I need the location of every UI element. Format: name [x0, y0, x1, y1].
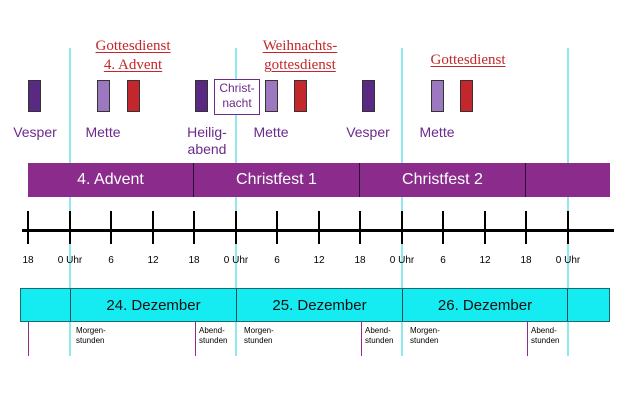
- vesper-label: Vesper: [346, 124, 390, 140]
- time-tick: [525, 211, 527, 244]
- time-tick-label: 0 Uhr: [223, 255, 249, 266]
- heiligabend-label: Heilig- abend: [187, 124, 227, 157]
- gottesdienst-advent-title: Gottesdienst 4. Advent: [95, 38, 171, 73]
- evening-mark: [195, 322, 196, 356]
- time-tick: [27, 211, 29, 244]
- church-day-cell: Christfest 1: [194, 163, 360, 197]
- abendstunden-label: Abend- stunden: [365, 326, 394, 345]
- gottesdienst-box: [294, 80, 307, 112]
- vesper-box: [362, 80, 375, 112]
- mette-box: [97, 80, 110, 112]
- time-tick-label: 18: [188, 255, 200, 266]
- time-tick: [235, 211, 237, 244]
- abendstunden-label: Abend- stunden: [199, 326, 228, 345]
- mette-label: Mette: [419, 124, 455, 140]
- calendar-day-label: 24. Dezember: [106, 296, 201, 314]
- calendar-day-label: 26. Dezember: [437, 296, 533, 314]
- time-tick-label: 6: [440, 255, 446, 266]
- midnight-guide-line: [567, 48, 569, 356]
- time-tick-label: 18: [520, 255, 532, 266]
- evening-mark: [527, 322, 528, 356]
- calendar-day-cell: 24. Dezember: [70, 289, 236, 321]
- mette-box: [431, 80, 444, 112]
- time-tick: [359, 211, 361, 244]
- gottesdienst-title: Gottesdienst: [430, 52, 506, 68]
- evening-mark: [361, 322, 362, 356]
- time-tick: [276, 211, 278, 244]
- time-tick: [110, 211, 112, 244]
- heiligabend-box: [195, 80, 208, 112]
- time-tick: [152, 211, 154, 244]
- time-tick-label: 18: [22, 255, 34, 266]
- time-tick-label: 6: [274, 255, 280, 266]
- christnacht-label: Christ- nacht: [214, 79, 260, 115]
- gottesdienst-box: [127, 80, 140, 112]
- time-tick: [484, 211, 486, 244]
- midnight-guide-line: [69, 48, 71, 356]
- time-tick: [193, 211, 195, 244]
- time-tick-label: 18: [354, 255, 366, 266]
- morgenstunden-label: Morgen- stunden: [410, 326, 440, 345]
- time-tick-label: 0 Uhr: [57, 255, 83, 266]
- midnight-guide-line: [235, 48, 237, 356]
- church-day-band: 4. Advent Christfest 1 Christfest 2: [28, 163, 610, 197]
- gottesdienst-box: [460, 80, 473, 112]
- mette-box: [265, 80, 278, 112]
- calendar-day-cell: 26. Dezember: [402, 289, 568, 321]
- time-tick-label: 12: [147, 255, 159, 266]
- mette-label: Mette: [85, 124, 121, 140]
- time-tick: [69, 211, 71, 244]
- time-tick-label: 0 Uhr: [555, 255, 581, 266]
- vesper-label: Vesper: [13, 124, 57, 140]
- calendar-day-band: 24. Dezember 25. Dezember 26. Dezember: [20, 288, 610, 322]
- time-tick-label: 12: [479, 255, 491, 266]
- morgenstunden-label: Morgen- stunden: [244, 326, 274, 345]
- time-tick: [318, 211, 320, 244]
- weihnachtsgottesdienst-title: Weihnachts- gottesdienst: [262, 38, 338, 73]
- time-tick: [442, 211, 444, 244]
- church-day-label: 4. Advent: [77, 171, 144, 188]
- calendar-day-label: 25. Dezember: [272, 296, 367, 314]
- church-day-cell: Christfest 2: [360, 163, 526, 197]
- church-day-label: Christfest 2: [402, 171, 483, 188]
- time-tick-label: 0 Uhr: [389, 255, 415, 266]
- time-tick-label: 6: [108, 255, 114, 266]
- time-tick: [401, 211, 403, 244]
- evening-mark: [28, 322, 29, 356]
- abendstunden-label: Abend- stunden: [531, 326, 560, 345]
- mette-label: Mette: [253, 124, 289, 140]
- midnight-guide-line: [401, 48, 403, 356]
- time-tick-label: 12: [313, 255, 325, 266]
- time-tick: [567, 211, 569, 244]
- church-day-label: Christfest 1: [236, 171, 317, 188]
- morgenstunden-label: Morgen- stunden: [76, 326, 106, 345]
- church-day-cell: 4. Advent: [28, 163, 194, 197]
- vesper-box: [28, 80, 41, 112]
- calendar-day-cell: 25. Dezember: [236, 289, 402, 321]
